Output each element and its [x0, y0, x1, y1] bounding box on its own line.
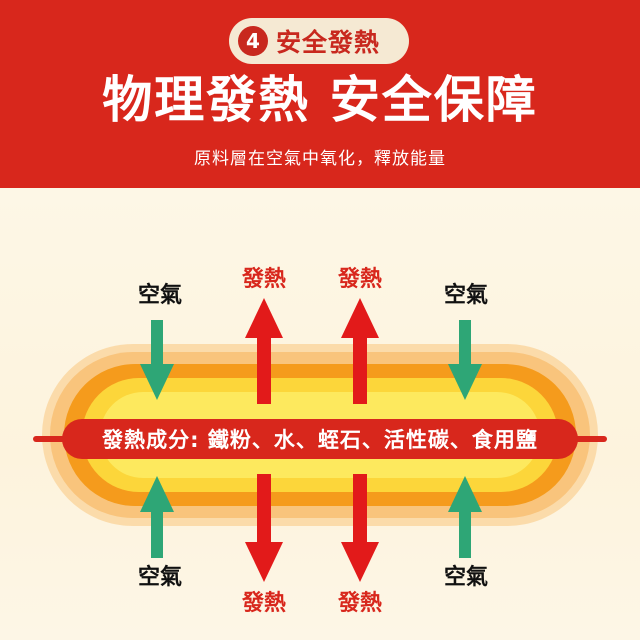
arrow-up-icon	[245, 298, 283, 404]
ingredients-label: 發熱成分: 鐵粉、水、蛭石、活性碳、食用鹽	[102, 428, 538, 452]
ingredient-pill	[62, 419, 578, 459]
page-subtitle: 原料層在空氣中氧化，釋放能量	[194, 149, 446, 169]
air-label-top-left: 空氣	[137, 283, 182, 308]
heat-label-top-left: 發熱	[241, 267, 286, 292]
heat-label-bottom-right: 發熱	[337, 591, 382, 616]
arrow-up-icon	[341, 298, 379, 404]
arrow-down-icon	[448, 320, 482, 400]
heat-label-bottom-left: 發熱	[241, 591, 286, 616]
arrow-up-icon	[140, 476, 174, 558]
header-banner: 4 安全發熱 物理發熱 安全保障 原料層在空氣中氧化，釋放能量	[0, 0, 640, 188]
step-badge: 4 安全發熱	[229, 18, 409, 64]
arrow-down-icon	[140, 320, 174, 400]
air-label-top-right: 空氣	[443, 283, 488, 308]
air-label-bottom-left: 空氣	[137, 565, 182, 590]
arrow-down-icon	[341, 474, 379, 582]
air-label-bottom-right: 空氣	[443, 565, 488, 590]
step-number: 4	[238, 26, 268, 56]
heat-label-top-right: 發熱	[337, 267, 382, 292]
step-label: 安全發熱	[276, 28, 381, 57]
page-title: 物理發熱 安全保障	[102, 71, 538, 129]
arrow-up-icon	[448, 476, 482, 558]
arrow-down-icon	[245, 474, 283, 582]
